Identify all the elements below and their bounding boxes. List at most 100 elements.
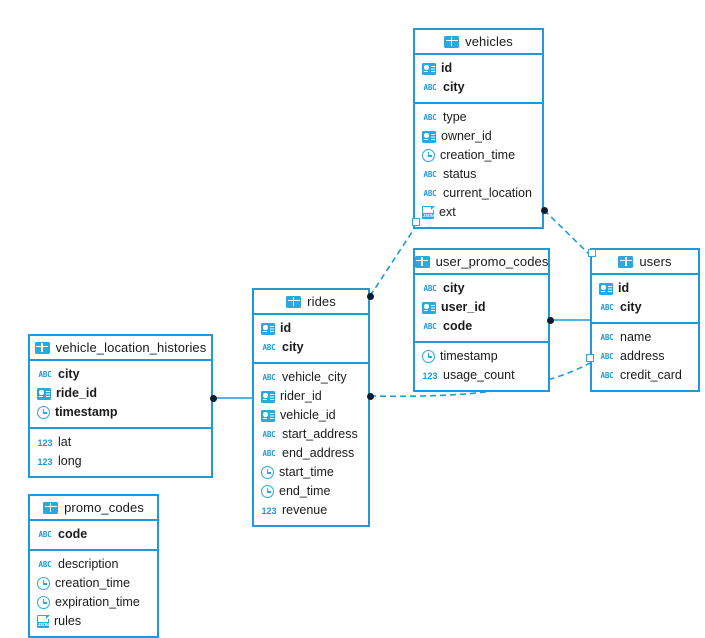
column-name: id — [280, 321, 292, 335]
column-row-rides-vehicle_id[interactable]: vehicle_id — [254, 406, 368, 425]
abc-string-icon: ABC — [262, 448, 276, 458]
column-row-rides-start_address[interactable]: ABC start_address — [254, 425, 368, 444]
column-row-rides-id[interactable]: id — [254, 319, 368, 338]
uuid-id-card-icon — [261, 390, 275, 403]
column-row-promo_codes-creation_time[interactable]: creation_time — [30, 574, 157, 593]
table-header-vehicles[interactable]: vehicles — [415, 30, 542, 55]
table-header-vehicle_location_histories[interactable]: vehicle_location_histories — [30, 336, 211, 361]
relationship-many-endpoint-rides-vehicles — [366, 292, 374, 300]
table-grid-icon — [444, 35, 460, 48]
table-header-users[interactable]: users — [592, 250, 698, 275]
column-name: vehicle_id — [280, 408, 336, 422]
table-header-promo_codes[interactable]: promo_codes — [30, 496, 157, 521]
column-name: timestamp — [55, 405, 118, 419]
column-row-vehicle_location_histories-ride_id[interactable]: ride_id — [30, 384, 211, 403]
column-row-rides-rider_id[interactable]: rider_id — [254, 387, 368, 406]
abc-string-icon: ABC — [262, 429, 276, 439]
column-row-vehicle_location_histories-timestamp[interactable]: timestamp — [30, 403, 211, 422]
abc-string-icon: ABC — [423, 188, 437, 198]
column-name: creation_time — [55, 576, 131, 590]
column-name: start_address — [282, 427, 358, 441]
relationship-many-endpoint-vehicles-users — [540, 206, 548, 214]
abc-string-icon: ABC — [423, 283, 437, 293]
clock-timestamp-icon — [261, 485, 274, 498]
column-name: id — [441, 61, 453, 75]
column-row-vehicles-id[interactable]: id — [415, 59, 542, 78]
column-name: type — [443, 110, 467, 124]
clock-timestamp-icon — [37, 596, 50, 609]
column-name: address — [620, 349, 665, 363]
abc-string-icon: ABC — [38, 529, 52, 539]
table-title: promo_codes — [64, 500, 144, 515]
clock-timestamp-icon — [37, 406, 50, 419]
abc-string-icon: ABC — [262, 342, 276, 352]
column-name: usage_count — [443, 368, 515, 382]
column-row-vehicles-creation_time[interactable]: creation_time — [415, 146, 542, 165]
table-grid-icon — [618, 255, 634, 268]
uuid-id-card-icon — [422, 62, 436, 75]
relationship-one-endpoint-vehicles-users — [588, 249, 596, 257]
table-title: users — [639, 254, 672, 269]
column-name: city — [282, 340, 304, 354]
column-name: current_location — [443, 186, 532, 200]
column-name: timestamp — [440, 349, 498, 363]
column-name: status — [443, 167, 477, 181]
column-name: ext — [439, 205, 456, 219]
uuid-id-card-icon — [422, 301, 436, 314]
relationship-one-endpoint-rides-users — [586, 354, 594, 362]
table-grid-icon — [34, 341, 50, 354]
column-name: creation_time — [440, 148, 516, 162]
column-row-rides-city[interactable]: ABC city — [254, 338, 368, 357]
table-header-rides[interactable]: rides — [254, 290, 368, 315]
column-row-vehicles-current_location[interactable]: ABC current_location — [415, 184, 542, 203]
table-header-user_promo_codes[interactable]: user_promo_codes — [414, 250, 548, 275]
column-name: lat — [58, 435, 72, 449]
column-row-user_promo_codes-user_id[interactable]: user_id — [415, 298, 548, 317]
abc-string-icon: ABC — [600, 351, 614, 361]
abc-string-icon: ABC — [423, 321, 437, 331]
column-row-vehicles-owner_id[interactable]: owner_id — [415, 127, 542, 146]
column-name: user_id — [441, 300, 486, 314]
column-row-users-id[interactable]: id — [592, 279, 698, 298]
clock-timestamp-icon — [422, 149, 435, 162]
column-row-promo_codes-expiration_time[interactable]: expiration_time — [30, 593, 157, 612]
column-row-rides-start_time[interactable]: start_time — [254, 463, 368, 482]
relationship-edge-rides-vehicles — [369, 225, 417, 297]
column-row-users-address[interactable]: ABC address — [592, 347, 698, 366]
column-row-user_promo_codes-timestamp[interactable]: timestamp — [415, 347, 548, 366]
column-row-rides-end_time[interactable]: end_time — [254, 482, 368, 501]
table-grid-icon — [43, 501, 59, 514]
uuid-id-card-icon — [37, 387, 51, 400]
json-label: JSON — [38, 621, 49, 627]
